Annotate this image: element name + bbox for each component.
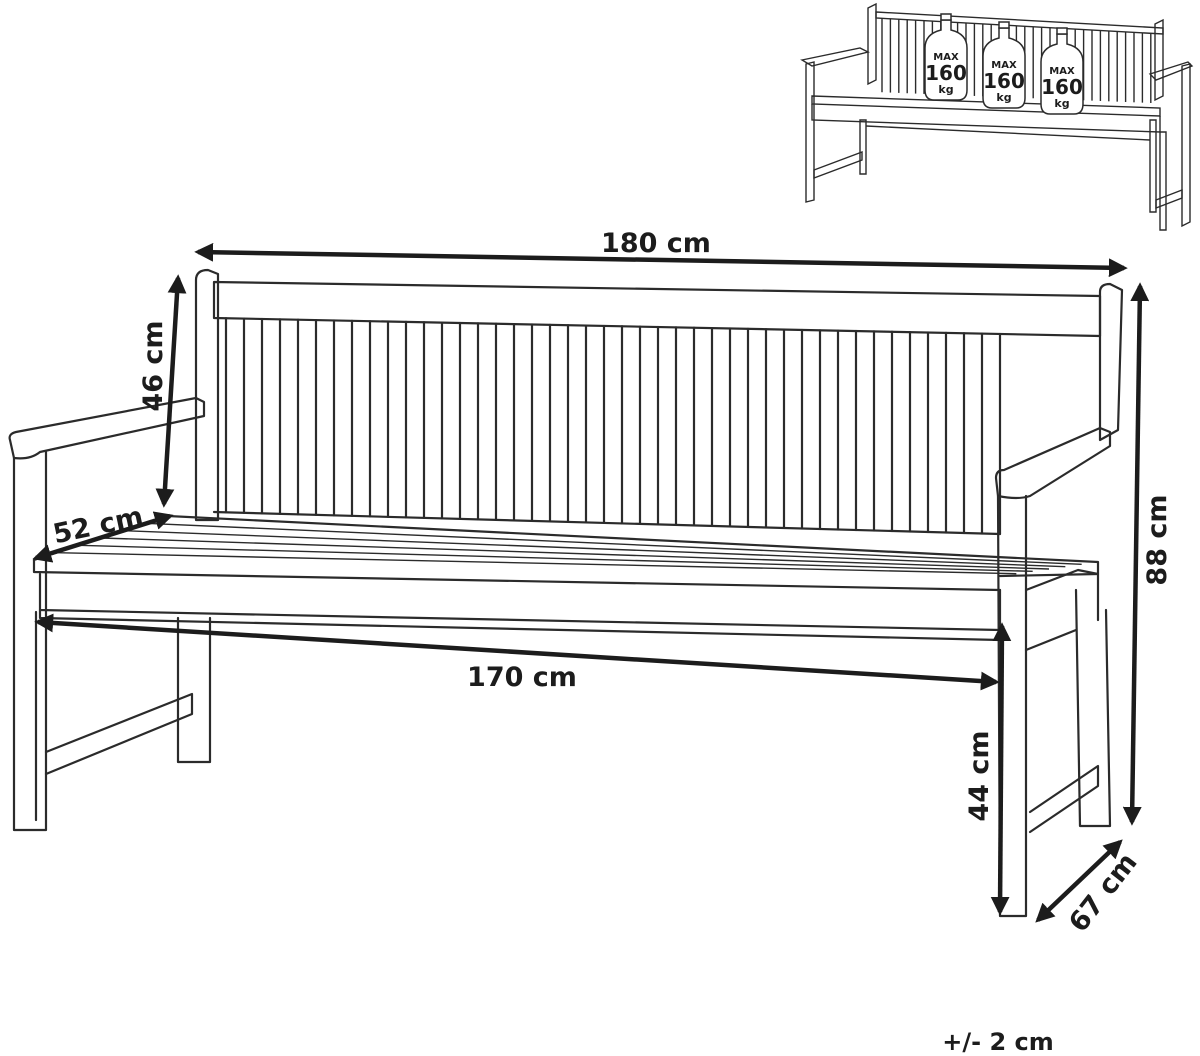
seat-slat: [56, 551, 1017, 575]
weight-max-label: MAX: [1049, 66, 1075, 77]
seat-slat: [123, 529, 1066, 568]
seat-slat: [78, 544, 1033, 573]
width-label: 180 cm: [601, 228, 711, 259]
total-height-arrow: [1122, 282, 1150, 826]
seat-height-arrow: [990, 622, 1012, 916]
weight-unit-label: kg: [1054, 97, 1069, 110]
total-depth-arrow: [1035, 839, 1123, 923]
weight-max-label: MAX: [991, 60, 1017, 71]
dimension-arrows: [32, 242, 1150, 923]
backrest-height-label: 46 cm: [138, 320, 169, 411]
backrest-height-arrow: [155, 274, 187, 508]
tolerance-label: +/- 2 cm: [942, 1028, 1053, 1056]
seat-width-label: 170 cm: [467, 662, 577, 693]
width-arrow: [194, 242, 1128, 278]
weight-unit-label: kg: [938, 83, 953, 96]
weight-max-label: MAX: [933, 52, 959, 63]
main-bench: [8, 268, 1124, 918]
seat-slat: [145, 522, 1082, 566]
weight-value-label: 160: [925, 61, 967, 85]
seat-height-label: 44 cm: [964, 730, 995, 821]
seat-slat: [100, 537, 1050, 570]
weight-unit-label: kg: [996, 91, 1011, 104]
weight-value-label: 160: [983, 69, 1025, 93]
weight-value-label: 160: [1041, 75, 1083, 99]
seat-depth-label: 52 cm: [50, 501, 146, 550]
seat-depth-arrow: [32, 511, 174, 563]
seat-width-arrow: [34, 613, 1000, 691]
total-height-label: 88 cm: [1142, 494, 1173, 585]
